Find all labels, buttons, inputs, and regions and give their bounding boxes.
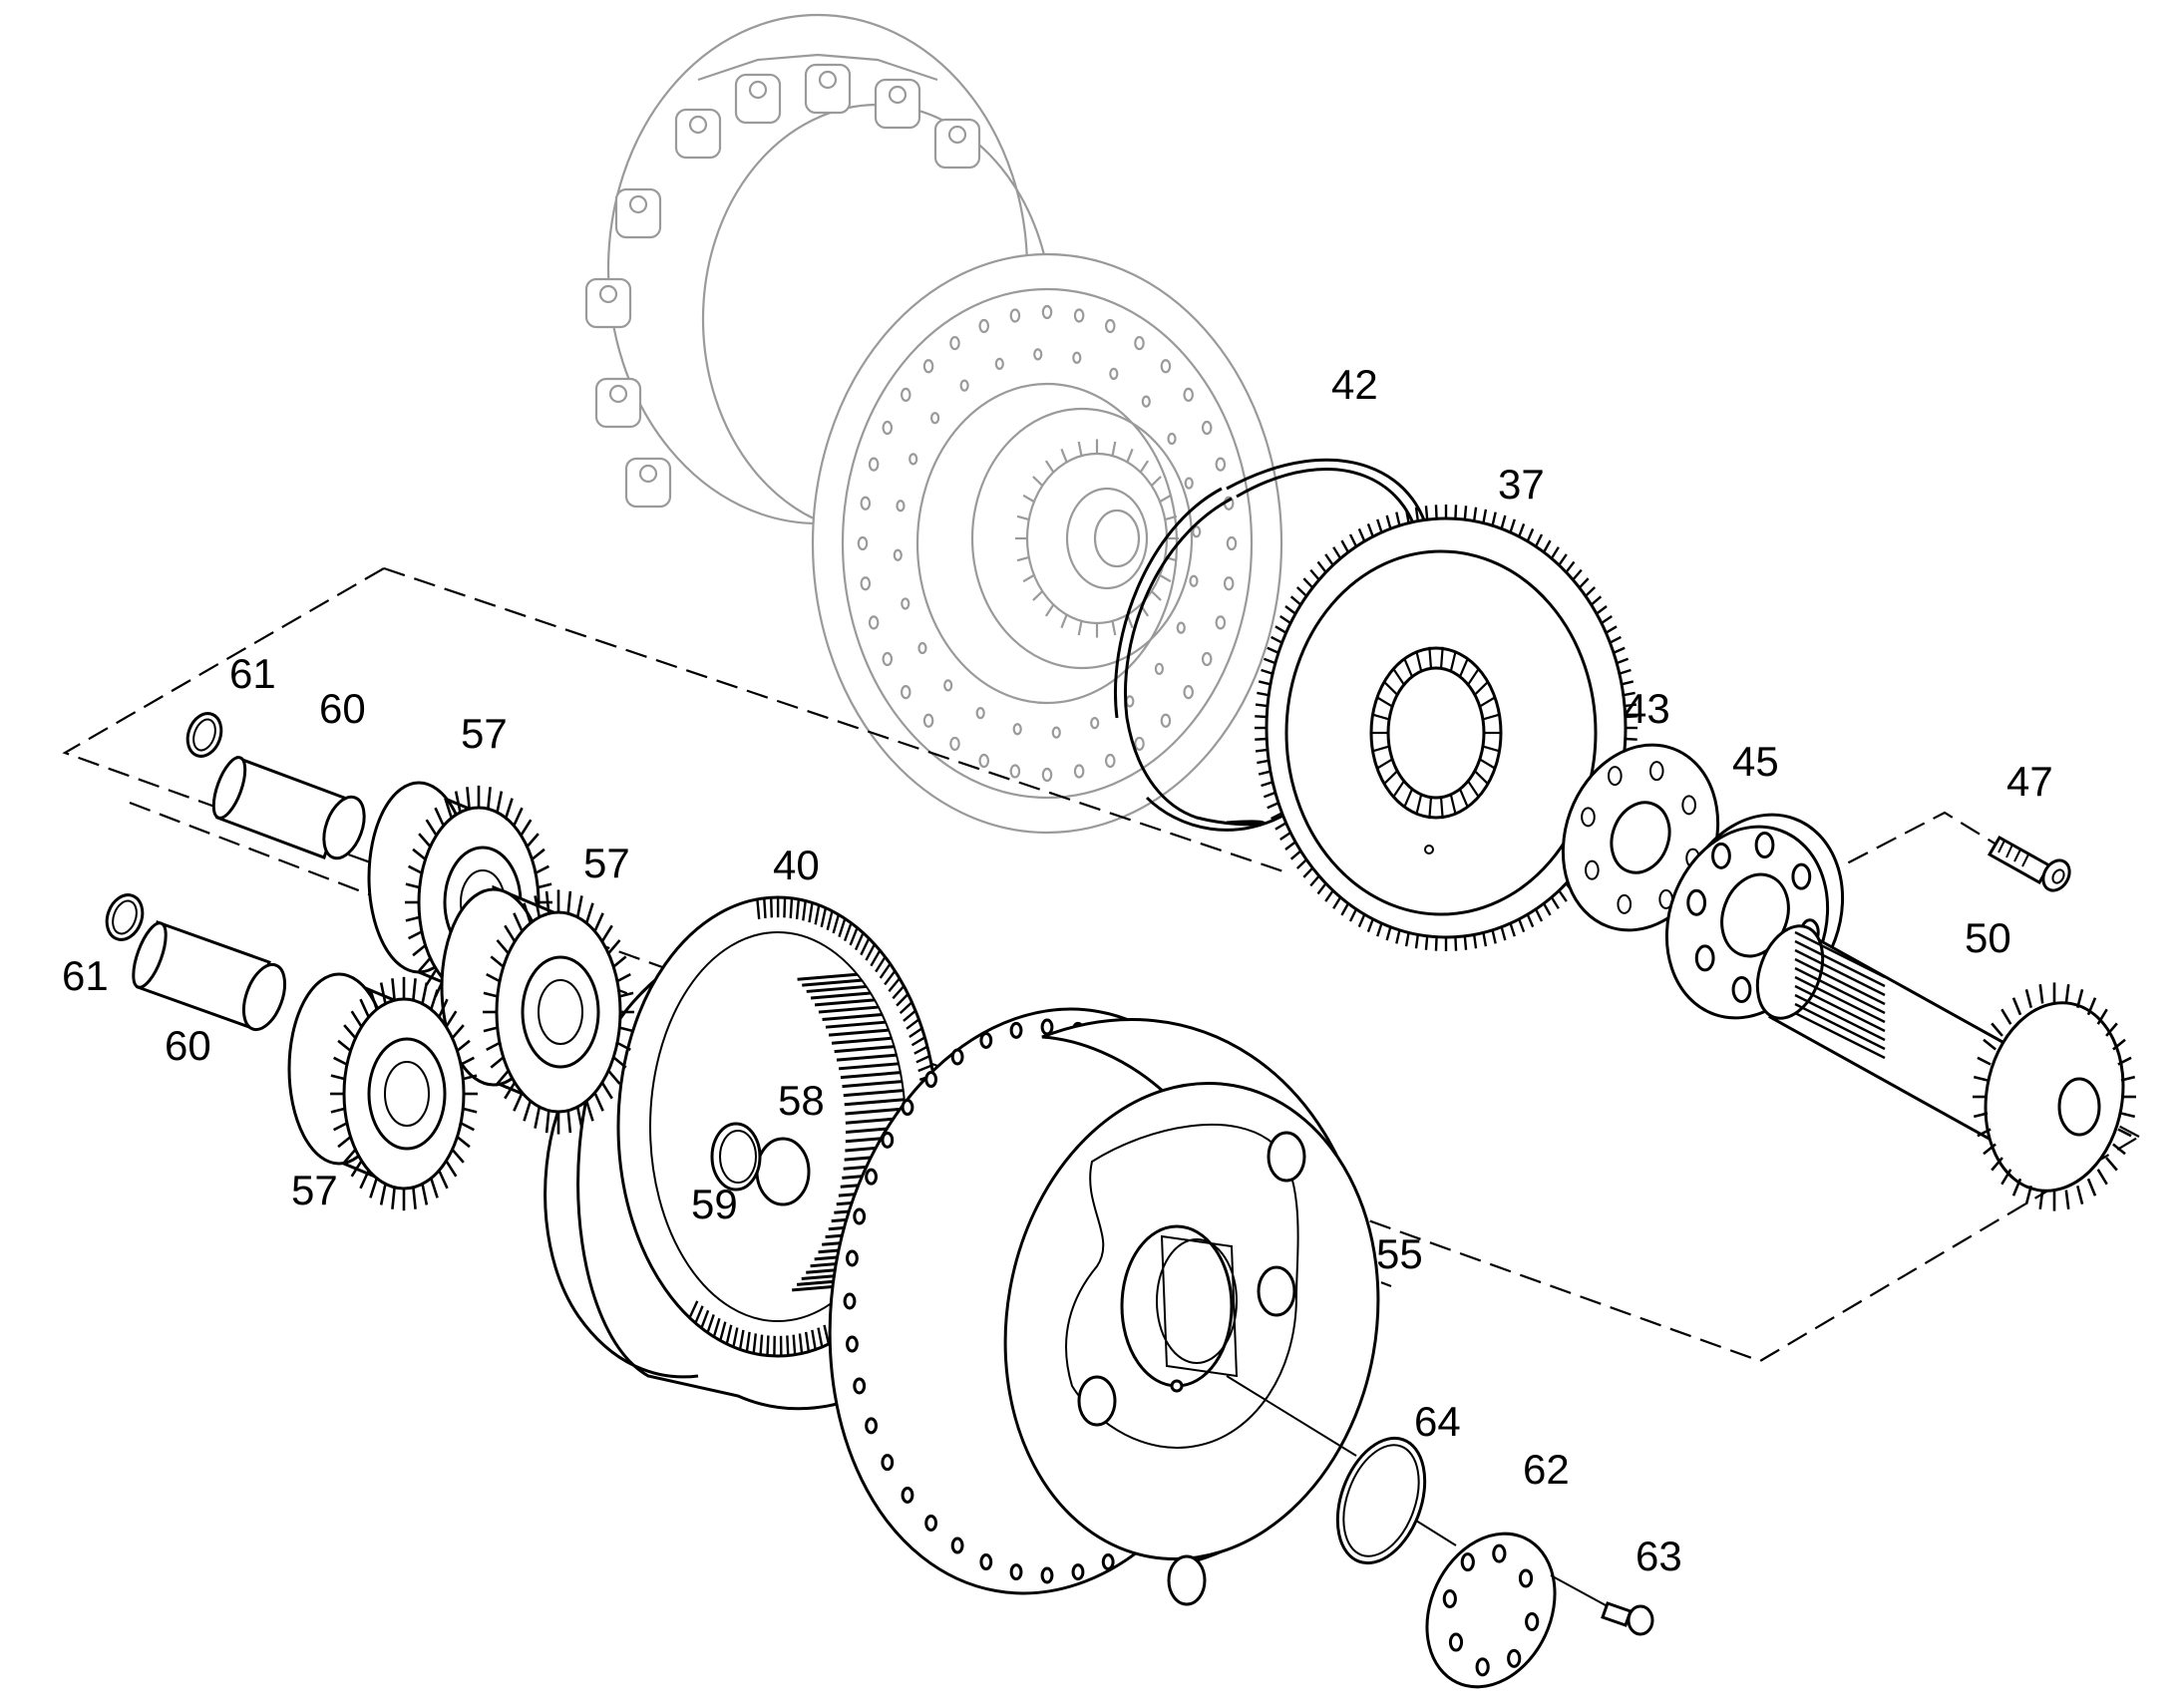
circlip-61-upper — [185, 712, 223, 758]
planet-carrier-55 — [828, 1007, 1380, 1606]
callout-40: 40 — [773, 842, 820, 888]
background-hub-assembly — [584, 13, 1283, 835]
planet-gear-57-middle — [440, 884, 634, 1135]
callout-62: 62 — [1523, 1446, 1570, 1493]
circlip-59 — [710, 1122, 762, 1192]
callout-60-lower: 60 — [165, 1022, 211, 1069]
callout-61-lower: 61 — [62, 952, 109, 999]
axis-line-cover-2 — [1415, 1520, 1457, 1546]
callout-61-upper: 61 — [229, 650, 276, 697]
planet-gear-57-lower — [287, 972, 478, 1211]
callout-59: 59 — [691, 1181, 738, 1227]
callout-64: 64 — [1414, 1398, 1461, 1445]
callout-labels: 42 37 43 45 47 50 40 61 60 57 57 61 60 5… — [62, 361, 2053, 1579]
planet-pin-60-upper — [211, 756, 366, 860]
callout-57-upper: 57 — [461, 710, 508, 757]
sun-gear-shaft-50 — [1755, 924, 2136, 1211]
axis-line-cover — [1226, 1375, 1357, 1457]
planet-pin-60-lower — [132, 920, 287, 1032]
callout-55: 55 — [1376, 1230, 1423, 1277]
callout-43: 43 — [1624, 685, 1670, 732]
callout-50: 50 — [1965, 914, 2011, 961]
thrust-washer-58 — [755, 1137, 811, 1206]
bolt-47 — [1987, 835, 2071, 892]
callout-57-lower: 57 — [291, 1167, 338, 1213]
callout-60-upper: 60 — [319, 685, 366, 732]
callout-45: 45 — [1732, 738, 1779, 785]
callout-58: 58 — [778, 1077, 825, 1124]
screw-63 — [1550, 1574, 1654, 1636]
callout-42: 42 — [1331, 361, 1378, 408]
cover-62 — [1425, 1532, 1557, 1689]
circlip-61-lower — [105, 893, 145, 941]
o-ring-64 — [1335, 1436, 1427, 1565]
bolt-47-leader — [1819, 811, 2010, 878]
callout-47: 47 — [2006, 758, 2053, 805]
callout-63: 63 — [1635, 1533, 1682, 1579]
callout-57-middle: 57 — [583, 840, 630, 886]
callout-37: 37 — [1498, 461, 1545, 508]
